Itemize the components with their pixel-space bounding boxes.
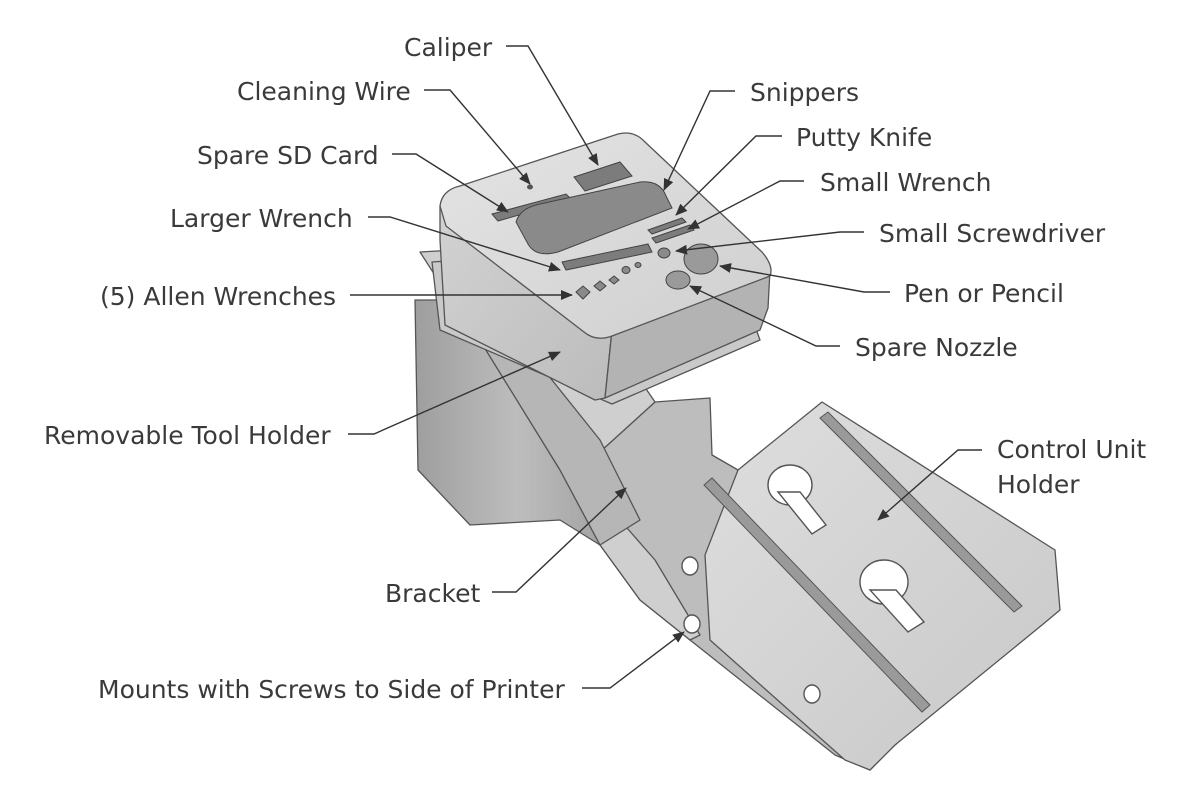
keyhole-slot-upper xyxy=(767,464,828,535)
label-control-unit-line2: Holder xyxy=(997,470,1080,499)
cavity-pen xyxy=(683,243,719,275)
leader-spare-nozzle xyxy=(689,285,840,347)
label-spare-sd-card: Spare SD Card xyxy=(197,141,379,170)
label-small-wrench: Small Wrench xyxy=(820,168,992,197)
leader-mounts xyxy=(582,631,685,689)
keyhole-slot-lower xyxy=(859,559,926,633)
leader-small-wrench xyxy=(687,180,804,230)
leader-larger-wrench xyxy=(368,216,561,272)
bracket-part xyxy=(414,249,1061,771)
leader-spare-sd-card xyxy=(392,153,509,213)
label-cleaning-wire: Cleaning Wire xyxy=(237,77,411,106)
label-allen-wrenches: (5) Allen Wrenches xyxy=(100,282,336,311)
labels: Caliper Cleaning Wire Spare SD Card Larg… xyxy=(44,33,1146,704)
allen-hole-3 xyxy=(608,275,620,285)
label-mounts: Mounts with Screws to Side of Printer xyxy=(98,675,565,704)
label-larger-wrench: Larger Wrench xyxy=(170,204,353,233)
allen-hole-2 xyxy=(593,280,607,292)
holder-right-face xyxy=(604,269,771,399)
cavity-putty-knife xyxy=(647,217,687,235)
cavity-snippers xyxy=(515,181,673,255)
mount-hole-1 xyxy=(681,556,699,576)
label-pen-or-pencil: Pen or Pencil xyxy=(904,279,1064,308)
label-snippers: Snippers xyxy=(750,78,859,107)
allen-hole-5 xyxy=(634,262,642,268)
label-control-unit-line1: Control Unit xyxy=(997,435,1146,464)
allen-hole-4 xyxy=(621,266,631,274)
leader-snippers xyxy=(663,90,735,191)
label-removable-tool-holder: Removable Tool Holder xyxy=(44,421,331,450)
leader-pen-or-pencil xyxy=(719,263,890,293)
leader-small-screwdriver xyxy=(675,231,864,255)
cavity-spare-nozzle xyxy=(665,270,691,290)
label-spare-nozzle: Spare Nozzle xyxy=(855,333,1018,362)
leader-control-unit-holder xyxy=(877,449,982,521)
cavity-larger-wrench xyxy=(561,243,653,271)
leader-caliper xyxy=(506,45,599,166)
cavity-small-screwdriver xyxy=(657,247,671,259)
mount-hole-2 xyxy=(683,614,701,634)
leader-cleaning-wire xyxy=(424,89,531,185)
cavity-cleaning-wire xyxy=(527,184,533,190)
leader-putty-knife xyxy=(675,135,782,216)
allen-hole-1 xyxy=(575,285,591,300)
leader-bracket xyxy=(492,487,627,593)
mount-hole-3 xyxy=(803,684,821,704)
label-bracket: Bracket xyxy=(385,579,480,608)
label-small-screwdriver: Small Screwdriver xyxy=(879,219,1106,248)
label-putty-knife: Putty Knife xyxy=(796,123,932,152)
plate-rail-right xyxy=(819,411,1023,613)
label-caliper: Caliper xyxy=(404,33,493,62)
leader-removable-tool-holder xyxy=(348,351,561,435)
leader-lines xyxy=(348,45,982,689)
plate-rail-left xyxy=(703,477,931,713)
cavity-caliper xyxy=(573,161,633,192)
cavity-small-wrench xyxy=(651,224,695,244)
